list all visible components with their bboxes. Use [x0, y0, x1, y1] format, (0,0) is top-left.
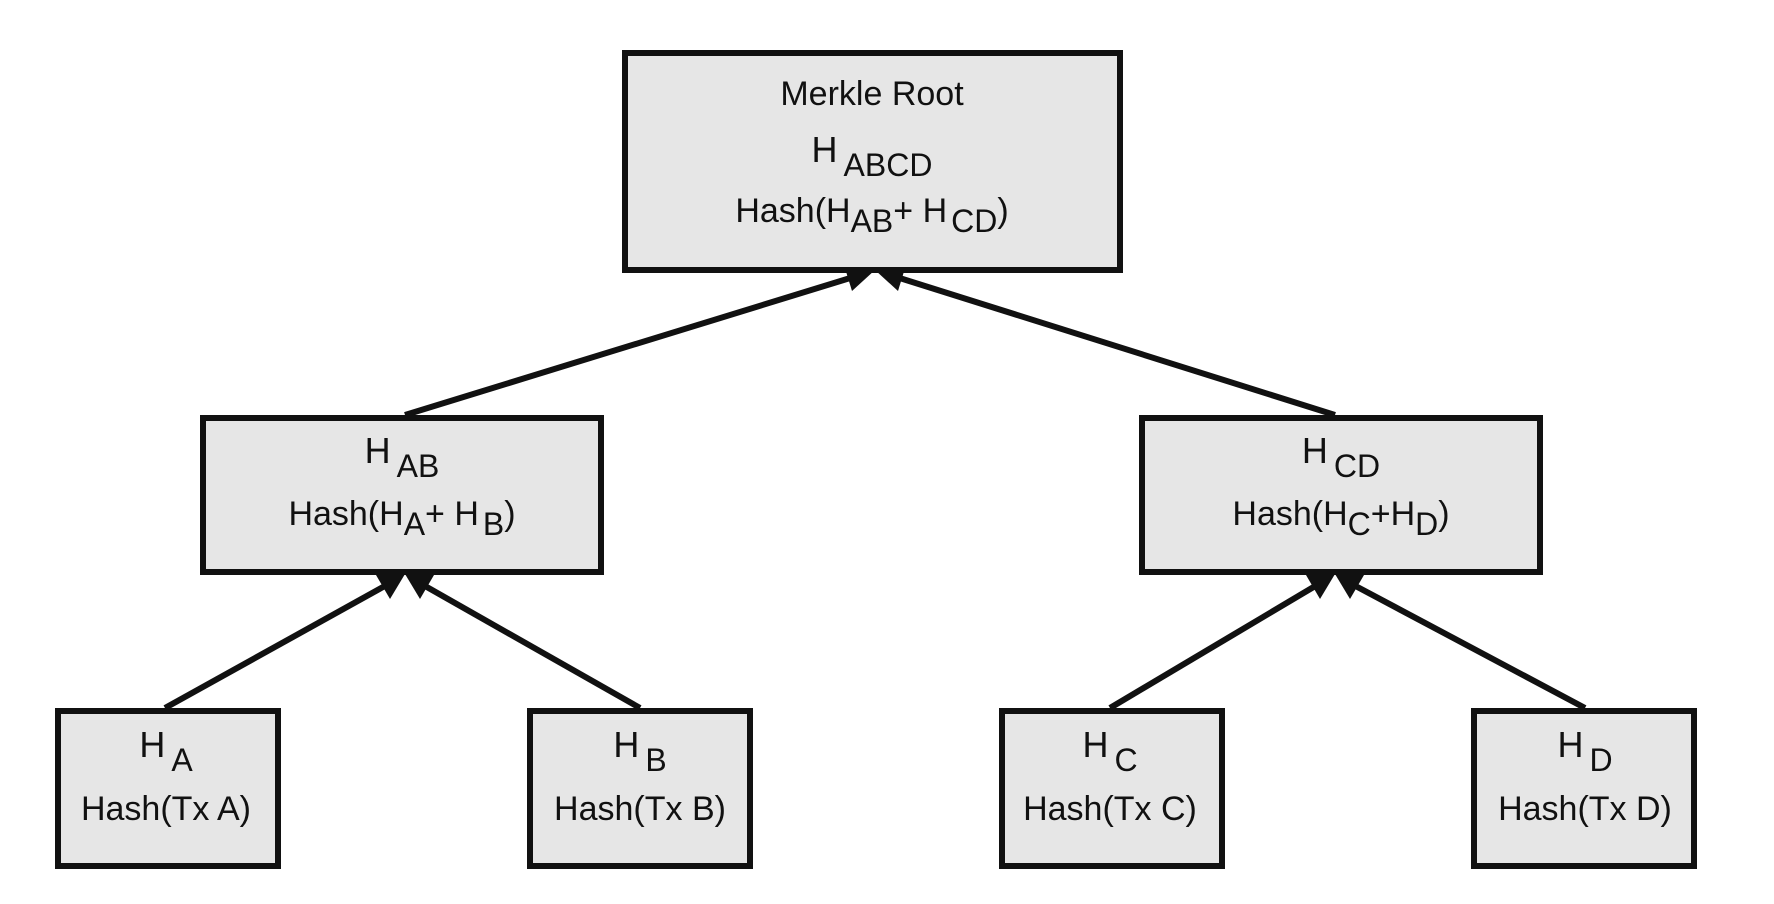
ha-hash-text: Hash(Tx A) — [81, 790, 251, 828]
node-hb-box — [527, 708, 753, 869]
edge-c-to-cd — [1108, 579, 1324, 711]
hc-hash-text: Hash(Tx C) — [1023, 790, 1197, 828]
node-hd-box — [1471, 708, 1697, 869]
edge-ab-to-root — [404, 272, 861, 418]
edge-b-to-ab — [416, 579, 642, 711]
hcd-hash-formula: Hash(HC+HD) — [1232, 495, 1449, 542]
edge-a-to-ab — [163, 579, 394, 711]
node-hab-box — [200, 415, 604, 575]
hd-hash-text: Hash(Tx D) — [1498, 790, 1672, 828]
arrowhead-d-to-cd — [1335, 574, 1364, 599]
arrowhead-a-to-ab — [376, 574, 405, 599]
node-hc-box — [999, 708, 1225, 869]
hb-hash-text: Hash(Tx B) — [554, 790, 726, 828]
edges — [163, 265, 1587, 711]
node-hcd-box — [1139, 415, 1543, 575]
node-ha-box — [55, 708, 281, 869]
node-merkle-root-box — [622, 50, 1123, 273]
arrowhead-b-to-ab — [405, 574, 434, 599]
merkle-root-title: Merkle Root — [780, 75, 964, 113]
edge-d-to-cd — [1346, 579, 1587, 711]
edge-cd-to-root — [889, 272, 1336, 418]
arrowhead-c-to-cd — [1306, 574, 1335, 599]
